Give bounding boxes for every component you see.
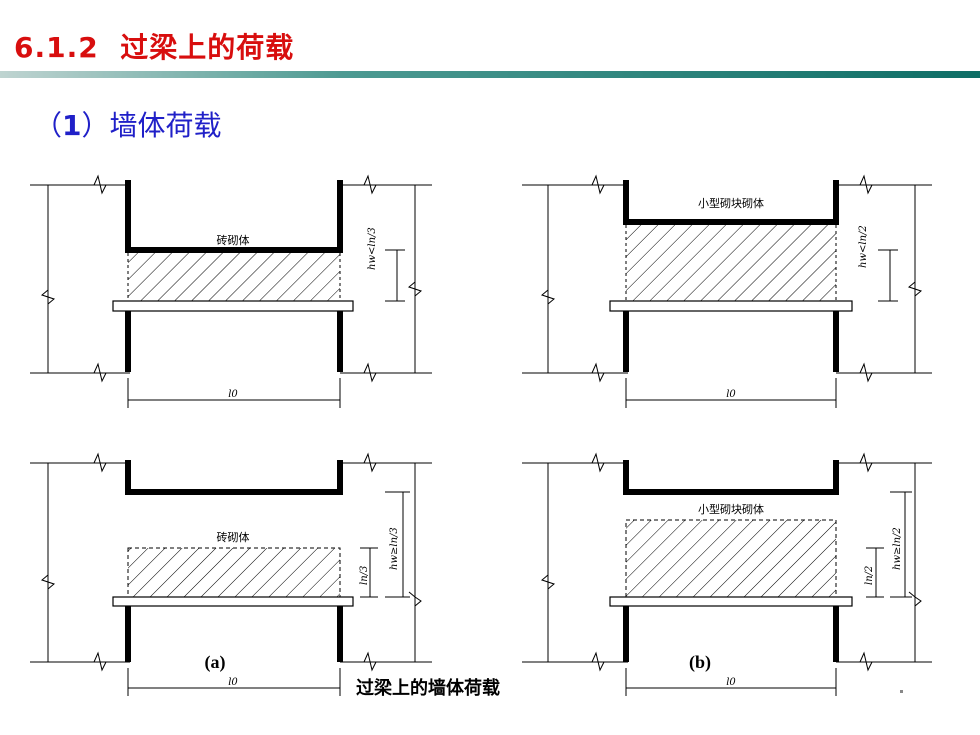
panel-a-bottom: 砖砌体 ln/3 hw≥ln/3 (a) l0 [30,452,432,696]
subsection-heading: （1）墙体荷载 [34,104,222,144]
span-label: l0 [726,677,736,688]
section-heading: 6.1.2 过梁上的荷载 [14,26,294,66]
subsection-number: 1 [62,109,82,142]
paren-close: ） [81,109,110,142]
header-divider [0,71,980,78]
material-label: 小型砌块砌体 [698,502,764,516]
height-dimension: hw≥ln/3 [389,527,400,570]
material-label: 小型砌块砌体 [698,196,764,210]
paren-open: （ [34,109,63,142]
panel-a-top: 砖砌体 hw<ln/3 l0 [30,174,432,408]
panel-sub-label: (a) [205,652,226,673]
panel-sub-label: (b) [689,652,711,673]
load-height-dimension: ln/3 [359,566,370,585]
span-label: l0 [228,677,238,688]
panel-b-bottom: 小型砌块砌体 ln/2 hw≥ln/2 (b) l0 [522,452,932,696]
page-marker [900,690,903,693]
height-dimension: hw≥ln/2 [892,527,903,570]
span-label: l0 [228,389,238,400]
material-label: 砖砌体 [217,530,250,544]
load-height-dimension: ln/2 [864,566,875,585]
section-title: 过梁上的荷载 [120,31,295,64]
height-dimension: hw<ln/3 [367,227,378,270]
span-label: l0 [726,389,736,400]
height-dimension: hw<ln/2 [858,225,869,268]
panel-b-top: 小型砌块砌体 hw<ln/2 l0 [522,174,932,408]
figure-caption: 过梁上的墙体荷载 [354,674,502,700]
material-label: 砖砌体 [217,233,250,247]
subsection-title: 墙体荷载 [109,109,222,142]
section-number: 6.1.2 [14,31,99,64]
